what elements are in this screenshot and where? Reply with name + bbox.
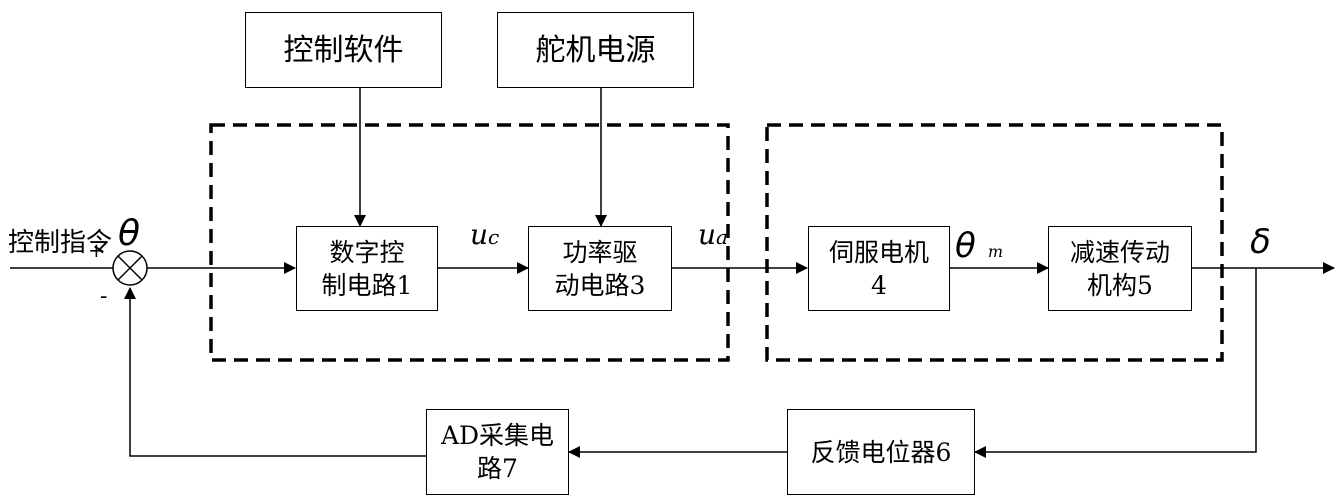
plus-sign: + <box>88 238 105 262</box>
theta-m-sub: m <box>987 242 1003 261</box>
control-software-label: 控制软件 <box>283 32 404 68</box>
ad-circuit-line2: 路7 <box>477 454 518 483</box>
power-drive-line1: 功率驱 <box>562 237 638 267</box>
controller-group-dashed-frame <box>209 123 730 362</box>
ua-main: u <box>698 218 717 251</box>
command-label: 控制指令 <box>8 228 113 258</box>
uc-sub: c <box>488 225 500 249</box>
uc-main: u <box>470 218 489 251</box>
ad-circuit-line1: AD采集电 <box>440 421 555 450</box>
uc-signal: uc <box>470 218 499 251</box>
servo-power-block: 舵机电源 <box>497 12 694 88</box>
power-drive-line2: 动电路3 <box>554 270 646 300</box>
servo-motor-line2: 4 <box>871 270 887 300</box>
ad-circuit-block: AD采集电 路7 <box>426 409 569 495</box>
reducer-line1: 减速传动 <box>1069 237 1170 267</box>
summing-junction <box>112 250 148 286</box>
ua-sub: a <box>716 225 728 249</box>
feedback-tap-line <box>974 268 1257 458</box>
control-software-block: 控制软件 <box>245 12 442 88</box>
reducer-line2: 机构5 <box>1087 270 1153 300</box>
feedback-pot-block: 反馈电位器6 <box>787 409 975 495</box>
reducer-block: 减速传动 机构5 <box>1048 226 1192 311</box>
servo-motor-line1: 伺服电机 <box>828 237 929 267</box>
servo-power-label: 舵机电源 <box>535 32 656 68</box>
digital-control-block: 数字控 制电路1 <box>296 226 438 311</box>
digital-control-line1: 数字控 <box>329 237 405 267</box>
theta-input-symbol: θ <box>118 213 141 254</box>
actuator-group-dashed-frame <box>765 123 1224 362</box>
power-drive-block: 功率驱 动电路3 <box>528 226 672 311</box>
ua-signal: ua <box>698 218 728 251</box>
delta-output-symbol: δ <box>1250 222 1271 262</box>
feedback-pot-label: 反馈电位器6 <box>810 437 952 467</box>
theta-m-main: θ <box>955 226 976 266</box>
minus-sign: - <box>100 284 108 309</box>
ad-to-junction-line <box>124 287 426 457</box>
servo-motor-block: 伺服电机 4 <box>808 226 950 311</box>
digital-control-line2: 制电路1 <box>321 270 413 300</box>
